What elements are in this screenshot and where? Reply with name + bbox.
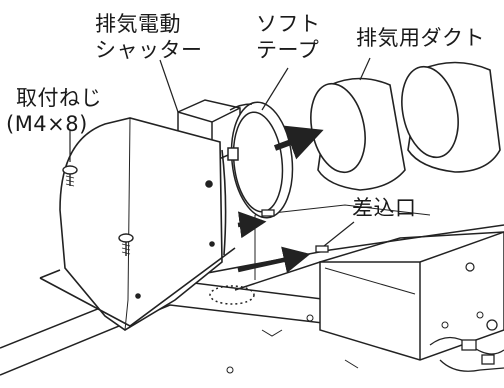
insertion-slot (261, 209, 329, 253)
hood-cover (39, 117, 236, 331)
shutter-label-line2: シャッター (95, 38, 203, 62)
exhaust-duct-pieces (310, 61, 501, 191)
mounting-screws (62, 165, 134, 256)
screw-label-line1: 取付ねじ (16, 86, 102, 110)
soft-tape-label-line1: ソフト (256, 12, 321, 36)
insertion-slot-label: 差込口 (352, 196, 417, 220)
wiring-harness (429, 319, 504, 372)
exhaust-electric-shutter (177, 99, 294, 219)
screw-label-line2: (M4×8) (6, 112, 88, 136)
screw-2 (118, 233, 134, 256)
shutter-label-line1: 排気電動 (95, 12, 181, 36)
screw-1 (62, 165, 78, 187)
exhaust-duct-label: 排気用ダクト (356, 26, 485, 50)
soft-tape-label-line2: テープ (256, 38, 320, 62)
leader-lines (69, 57, 371, 247)
direction-arrows (237, 125, 324, 274)
base-unit (0, 204, 504, 376)
